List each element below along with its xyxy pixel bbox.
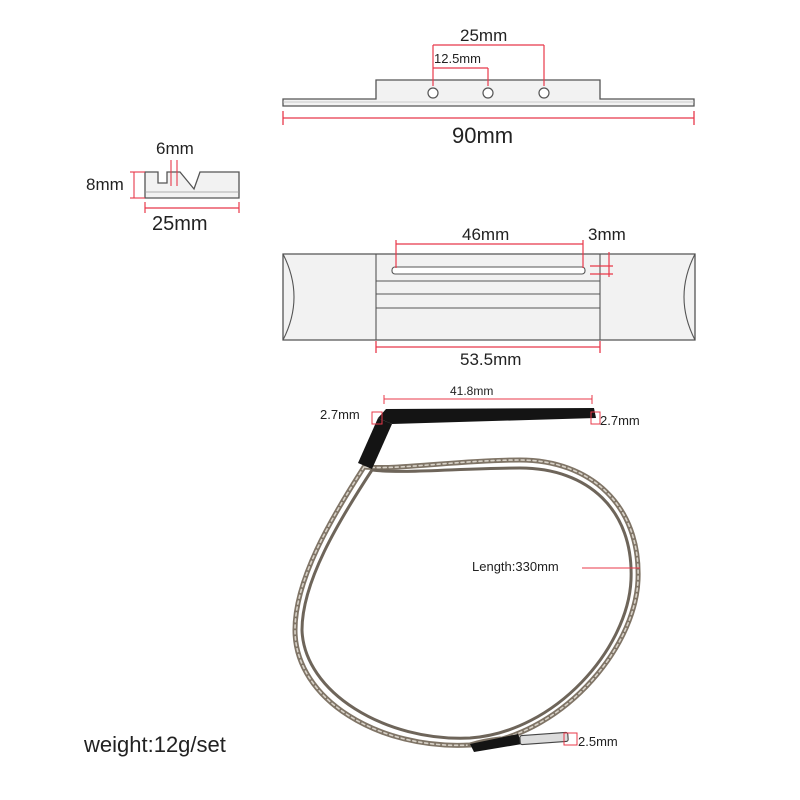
bridge-width-label: 53.5mm	[460, 350, 522, 369]
slot-length-dimension	[395, 240, 584, 268]
end-slot-width-label: 6mm	[156, 139, 194, 158]
saddle-hole-left	[427, 87, 439, 99]
bridge-width-dimension	[375, 341, 601, 353]
end-width-dimension	[144, 202, 240, 213]
weight-label: weight:12g/set	[84, 732, 226, 757]
saddle-end-outline	[144, 171, 240, 199]
total-length-label: 90mm	[452, 123, 514, 148]
right-thickness-marker	[590, 411, 601, 425]
piezo-pickup	[292, 395, 641, 752]
hole-half-spacing-dimension	[433, 67, 489, 86]
pickup-left-thickness-label: 2.7mm	[320, 407, 360, 422]
plug-diameter-marker	[563, 732, 578, 746]
braided-cable	[292, 457, 641, 748]
hole-spacing-dimension	[432, 44, 545, 86]
total-length-dimension	[282, 111, 695, 125]
pickup-length-dimension	[383, 395, 593, 404]
left-thickness-marker	[371, 411, 383, 425]
slot-length-label: 46mm	[462, 225, 510, 244]
saddle-slot	[391, 266, 586, 275]
plug-diameter-label: 2.5mm	[578, 734, 618, 749]
hole-spacing-label: 25mm	[460, 26, 508, 45]
heat-shrink-sleeve	[358, 418, 392, 469]
saddle-hole-middle	[482, 87, 494, 99]
plug-pin	[519, 731, 569, 746]
cable-length-label: Length:330mm	[472, 559, 559, 574]
pickup-right-thickness-label: 2.7mm	[600, 413, 640, 428]
end-width-label: 25mm	[152, 213, 208, 235]
end-height-dimension	[130, 171, 145, 199]
pickup-length-label: 41.8mm	[450, 384, 494, 398]
pickup-element	[378, 408, 596, 424]
saddle-top-view	[282, 240, 696, 353]
hole-half-spacing-label: 12.5mm	[434, 51, 481, 66]
slot-width-dimension	[590, 252, 613, 277]
saddle-end-view	[130, 160, 240, 213]
saddle-side-view	[282, 44, 695, 125]
end-height-label: 8mm	[86, 175, 124, 194]
end-slot-dimension	[170, 160, 178, 186]
slot-width-label: 3mm	[588, 225, 626, 244]
plug-sleeve	[470, 734, 522, 752]
saddle-hole-right	[538, 87, 550, 99]
